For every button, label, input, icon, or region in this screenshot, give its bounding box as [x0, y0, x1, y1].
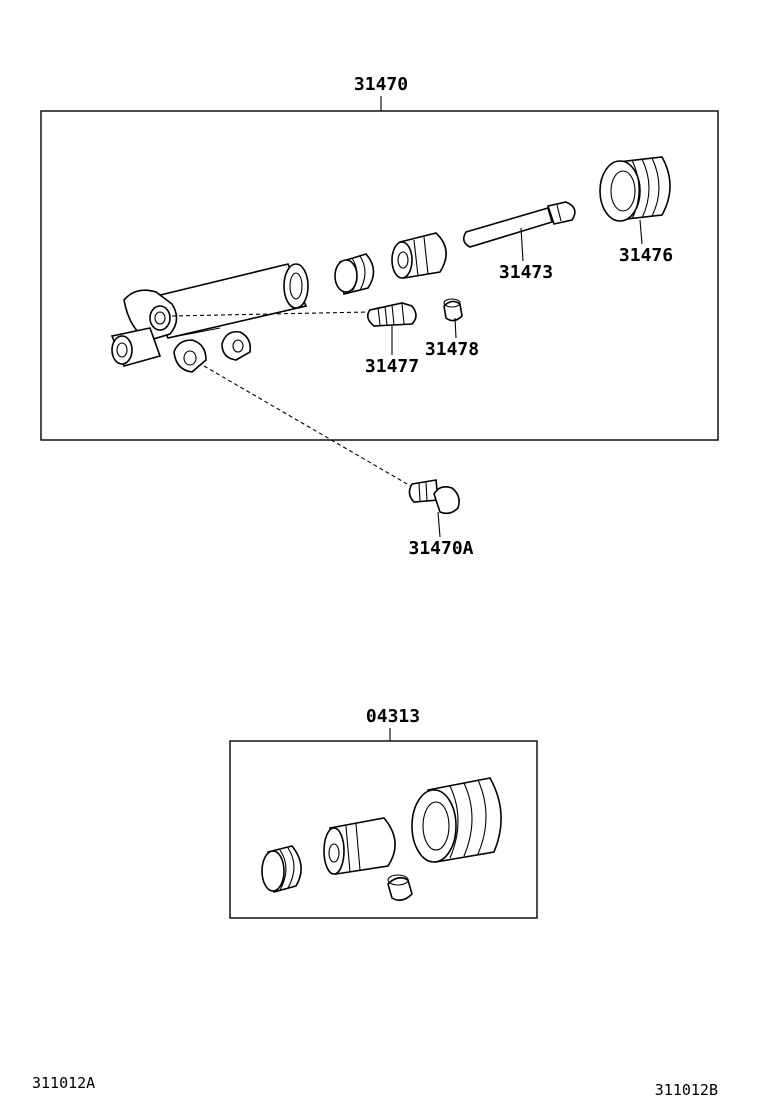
- boot-31476[interactable]: [599, 156, 671, 222]
- label-31473[interactable]: 31473: [499, 262, 553, 283]
- cylinder-body[interactable]: [110, 263, 309, 373]
- label-31470[interactable]: 31470: [354, 74, 408, 95]
- label-31477[interactable]: 31477: [365, 356, 419, 377]
- leader-31473: [520, 227, 524, 262]
- bleeder-cap-31478[interactable]: [443, 298, 463, 322]
- assembly-frame-31470: [40, 110, 719, 441]
- label-04313[interactable]: 04313: [366, 706, 420, 727]
- bleeder-plug-31477[interactable]: [366, 302, 417, 327]
- label-31478[interactable]: 31478: [425, 339, 479, 360]
- label-31470A[interactable]: 31470A: [408, 538, 473, 559]
- leader-31470A: [437, 511, 441, 538]
- leader-31476: [639, 219, 643, 245]
- kit-boot[interactable]: [411, 777, 502, 863]
- kit-piston[interactable]: [323, 817, 396, 875]
- dashed-bolt-line: [203, 365, 415, 489]
- footer-right-code: 311012B: [655, 1081, 718, 1099]
- footer-left-code: 311012A: [32, 1074, 95, 1092]
- leader-31478: [454, 317, 457, 339]
- kit-cup[interactable]: [261, 845, 302, 894]
- label-31476[interactable]: 31476: [619, 245, 673, 266]
- kit-cap[interactable]: [387, 874, 413, 902]
- kit-frame-04313: [229, 740, 538, 919]
- piston-cup[interactable]: [334, 253, 375, 295]
- push-rod-31473[interactable]: [462, 201, 576, 248]
- piston[interactable]: [391, 232, 447, 279]
- union-bolt-31470A[interactable]: [408, 479, 460, 515]
- dashed-bleeder-line: [171, 311, 369, 317]
